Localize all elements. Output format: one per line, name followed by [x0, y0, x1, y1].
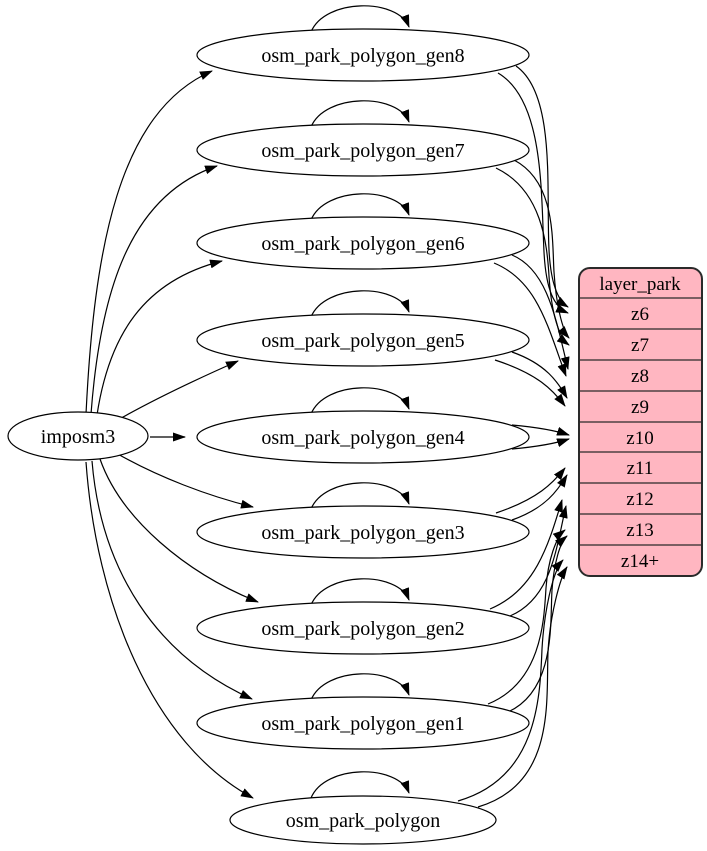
edge-imposm3-to-gen7	[90, 165, 218, 415]
self-loop-gen3	[310, 482, 410, 510]
self-loop-gen7	[310, 100, 410, 128]
gen4-ellipse	[196, 410, 530, 464]
node-imposm3: imposm3	[7, 411, 149, 461]
polygon-ellipse	[229, 795, 497, 845]
node-layer-park: layer_park z6 z7 z8 z9 z10 z11 z12 z13 z…	[578, 267, 703, 577]
edge-imposm3-to-gen6	[96, 259, 223, 416]
edge-gen3-to-z11-b	[495, 467, 566, 514]
edge-gen2-to-z12-a	[509, 505, 568, 617]
gen2-ellipse	[196, 601, 530, 655]
gen6-ellipse	[196, 216, 530, 270]
gen8-ellipse	[196, 28, 530, 82]
gen1-ellipse	[196, 696, 530, 750]
gen1-label: osm_park_polygon_gen1	[261, 713, 464, 735]
node-osm-park-polygon: osm_park_polygon	[229, 795, 497, 845]
node-osm-park-polygon-gen1: osm_park_polygon_gen1	[196, 696, 530, 750]
edge-gen5-to-z9-a	[511, 351, 568, 399]
edge-group	[85, 5, 570, 808]
self-loop-gen4	[310, 387, 410, 415]
edge-polygon-to-z14-b	[457, 559, 564, 802]
gen2-label: osm_park_polygon_gen2	[261, 618, 464, 640]
node-osm-park-polygon-gen3: osm_park_polygon_gen3	[196, 505, 530, 559]
layer-park-title: layer_park	[599, 274, 681, 295]
imposm3-ellipse	[7, 411, 149, 461]
imposm3-label: imposm3	[41, 426, 115, 448]
node-osm-park-polygon-gen2: osm_park_polygon_gen2	[196, 601, 530, 655]
gen3-label: osm_park_polygon_gen3	[261, 522, 464, 544]
self-loop-gen2	[310, 578, 410, 606]
node-osm-park-polygon-gen8: osm_park_polygon_gen8	[196, 28, 530, 82]
edge-gen7-to-z7-a	[513, 159, 570, 339]
self-loop-gen1	[310, 673, 410, 701]
gen8-label: osm_park_polygon_gen8	[261, 45, 464, 67]
edge-gen5-to-z9-b	[494, 359, 566, 407]
edge-imposm3-to-gen5	[115, 360, 239, 422]
edge-gen8-to-z6-a	[515, 65, 569, 308]
gen5-ellipse	[196, 313, 530, 367]
gen6-label: osm_park_polygon_gen6	[261, 233, 464, 255]
layer-row-z6: z6	[631, 304, 649, 325]
layer-row-z12: z12	[626, 489, 653, 510]
gen7-label: osm_park_polygon_gen7	[261, 140, 464, 162]
gen3-ellipse	[196, 505, 530, 559]
edge-imposm3-to-gen1	[91, 460, 253, 700]
node-osm-park-polygon-gen4: osm_park_polygon_gen4	[196, 410, 530, 464]
edge-gen4-to-z10-b	[511, 438, 570, 450]
layer-row-z11: z11	[627, 458, 654, 479]
layer-row-z7: z7	[631, 335, 649, 356]
self-loop-gen8	[310, 5, 410, 33]
gen4-label: osm_park_polygon_gen4	[261, 427, 464, 449]
node-osm-park-polygon-gen6: osm_park_polygon_gen6	[196, 216, 530, 270]
edge-gen8-to-z6-b	[497, 72, 569, 314]
layer-row-z9: z9	[631, 397, 649, 418]
layer-row-z13: z13	[626, 520, 653, 541]
edge-gen1-to-z13-b	[487, 529, 566, 705]
gen7-ellipse	[196, 123, 530, 177]
self-loop-gen6	[310, 193, 410, 221]
edge-gen4-to-z10-a	[511, 424, 570, 436]
edge-polygon-to-z14-a	[477, 566, 568, 808]
self-loop-polygon	[310, 771, 410, 799]
node-osm-park-polygon-gen5: osm_park_polygon_gen5	[196, 313, 530, 367]
edge-gen3-to-z11-a	[511, 474, 568, 521]
layer-row-z14: z14+	[621, 551, 659, 572]
edge-imposm3-to-gen3	[115, 452, 254, 509]
node-osm-park-polygon-gen7: osm_park_polygon_gen7	[196, 123, 530, 177]
edge-imposm3-to-polygon	[85, 461, 254, 799]
edge-gen6-to-z8-b	[493, 262, 567, 377]
edge-gen1-to-z13-a	[507, 535, 568, 713]
edge-imposm3-to-gen8	[85, 70, 213, 415]
edge-imposm3-to-gen2	[99, 458, 259, 603]
edge-gen2-to-z12-b	[489, 499, 563, 610]
self-loop-gen5	[310, 290, 410, 318]
layer-row-z10: z10	[626, 428, 653, 449]
polygon-label: osm_park_polygon	[286, 810, 440, 832]
layer-row-z8: z8	[631, 366, 649, 387]
gen5-label: osm_park_polygon_gen5	[261, 330, 464, 352]
edge-gen6-to-z8-a	[511, 254, 570, 370]
